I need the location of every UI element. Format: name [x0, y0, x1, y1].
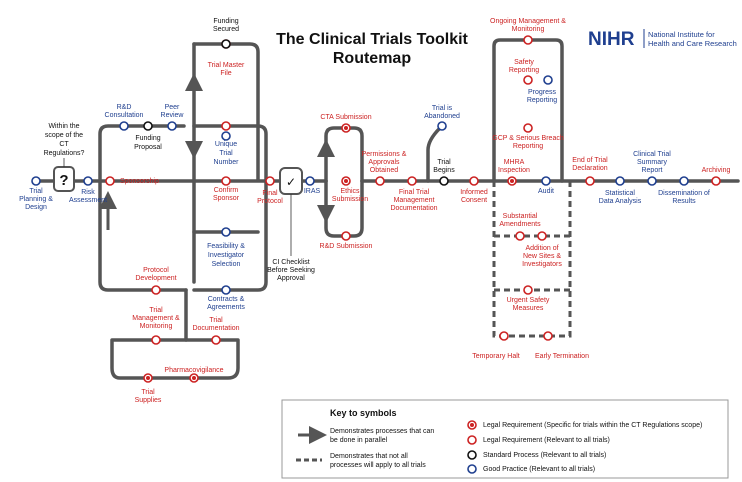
label-cta-submission: CTA Submission	[320, 114, 371, 121]
stations	[31, 35, 721, 383]
key-heading: Key to symbols	[330, 408, 397, 418]
station-good-practice	[31, 75, 689, 295]
label-ongoing-management: Ongoing Management &Monitoring	[490, 18, 566, 33]
key-item-2: Legal Requirement (Relevant to all trial…	[483, 437, 610, 444]
good-practice-icon	[467, 464, 477, 474]
label-rd-submission: R&D Submission	[320, 243, 373, 250]
question-box: ?	[53, 158, 75, 192]
svg-text:?: ?	[59, 172, 68, 189]
label-pharmacovigilance: Pharmacovigilance	[164, 367, 223, 374]
label-archiving: Archiving	[702, 167, 731, 174]
key-item-4: Good Practice (Relevant to all trials)	[483, 466, 595, 473]
station-legal-specific	[143, 123, 517, 383]
label-sponsorship: Sponsorship	[120, 178, 159, 185]
legal-specific-icon	[467, 420, 477, 430]
title-line-1: The Clinical Trials Toolkit	[276, 31, 468, 48]
key-item-1: Legal Requirement (Specific for trials w…	[483, 422, 702, 429]
key-panel: Key to symbols Demonstrates processes th…	[281, 399, 729, 479]
ci-checklist-box: ✓	[279, 167, 303, 256]
svg-text:Health and Care Research: Health and Care Research	[648, 39, 737, 48]
svg-text:National Institute for: National Institute for	[648, 30, 715, 39]
svg-text:NIHR: NIHR	[588, 29, 635, 50]
dashed-tracks	[492, 179, 572, 338]
nihr-logo: NIHR National Institute for Health and C…	[588, 29, 737, 50]
label-audit: Audit	[538, 188, 554, 195]
svg-text:✓: ✓	[286, 175, 296, 189]
standard-icon	[467, 450, 477, 460]
parallel-arrows	[99, 73, 335, 230]
label-iras: IRAS	[304, 188, 321, 195]
legal-all-icon	[467, 435, 477, 445]
key-item-3: Standard Process (Relevant to all trials…	[483, 452, 606, 459]
label-early-termination: Early Termination	[535, 353, 589, 360]
label-contracts: Contracts &Agreements	[207, 296, 245, 311]
title-line-2: Routemap	[333, 50, 411, 67]
label-temporary-halt: Temporary Halt	[472, 353, 520, 360]
station-standard	[143, 39, 449, 186]
